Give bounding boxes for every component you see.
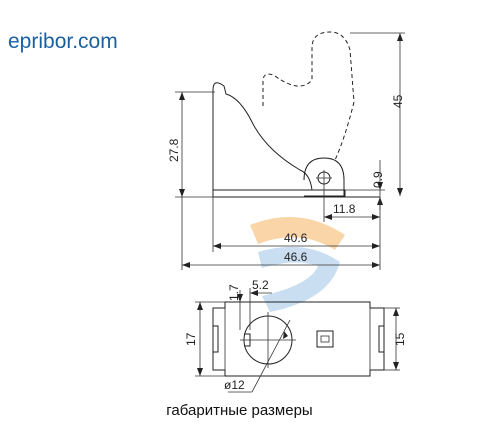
- dim-45-label: 45: [391, 94, 405, 108]
- dim-1-7-label: 1.7: [227, 284, 241, 301]
- dim-15: 15: [384, 307, 407, 371]
- top-view: [212, 301, 385, 377]
- dim-0-9-label: 0.9: [371, 171, 385, 188]
- dim-1-7: 1.7: [227, 284, 243, 330]
- dim-5-2: 5.2: [249, 278, 272, 330]
- dim-27-8: 27.8: [167, 91, 215, 198]
- dim-27-8-label: 27.8: [167, 138, 181, 162]
- side-view: [212, 31, 380, 198]
- dim-11-8: 11.8: [323, 186, 380, 222]
- dim-46-6: 46.6: [181, 197, 381, 270]
- caption: габаритные размеры: [166, 402, 313, 419]
- site-label[interactable]: epribor.com: [8, 30, 118, 53]
- dim-diameter-label: ø12: [224, 378, 245, 392]
- dim-11-8-label: 11.8: [333, 202, 356, 216]
- dim-15-label: 15: [393, 332, 407, 346]
- dim-17-label: 17: [184, 332, 198, 346]
- dim-45: 45: [350, 32, 405, 196]
- dim-diameter-12: ø12: [224, 319, 291, 393]
- dim-40-6: 40.6: [212, 197, 381, 252]
- dim-46-6-label: 46.6: [284, 250, 308, 264]
- watermark-logo: [250, 217, 345, 312]
- dim-40-6-label: 40.6: [284, 231, 308, 245]
- dim-17: 17: [184, 301, 225, 377]
- dim-5-2-label: 5.2: [252, 278, 269, 292]
